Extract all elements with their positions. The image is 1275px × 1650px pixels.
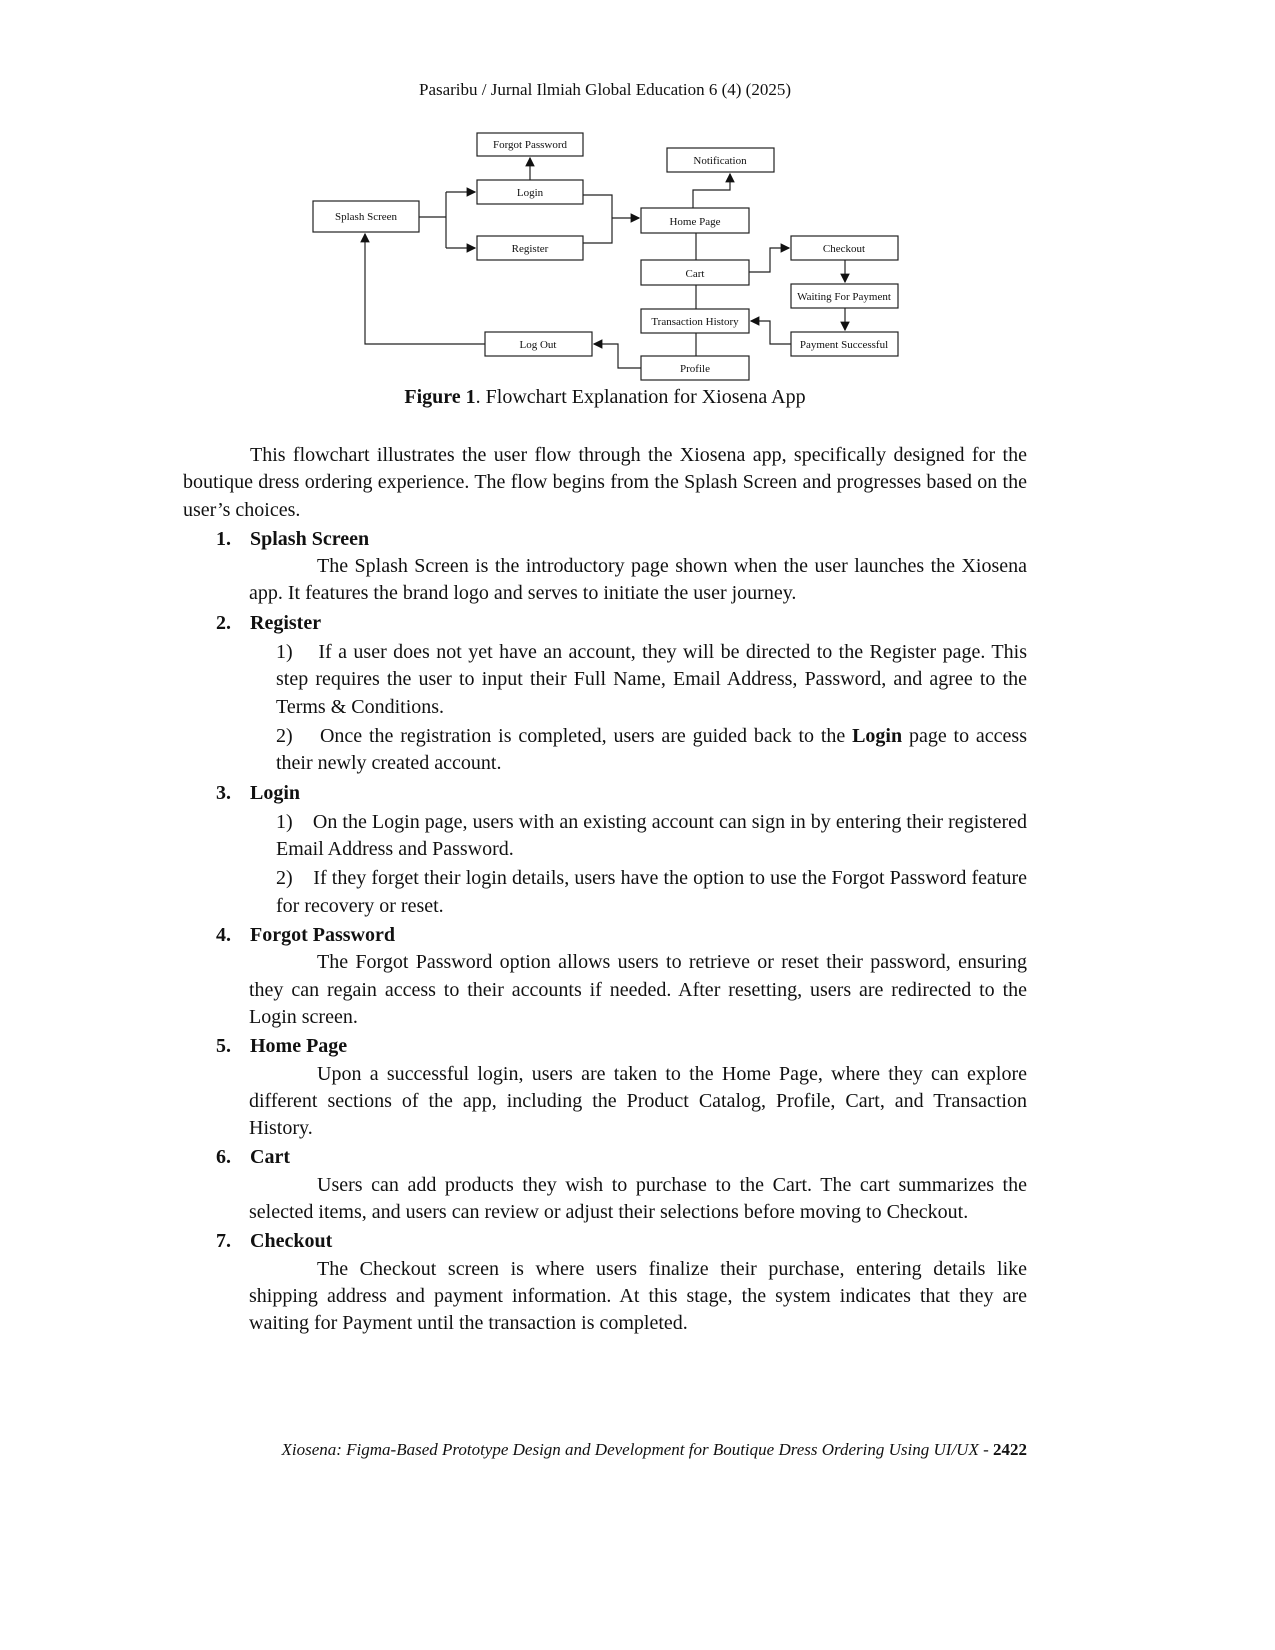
section-paragraph: Upon a successful login, users are taken… <box>249 1062 1027 1140</box>
section-heading: 4.Forgot Password <box>216 924 395 947</box>
node-waiting-payment: Waiting For Payment <box>797 291 891 303</box>
node-box-forgot <box>476 132 584 157</box>
caption-text: . Flowchart Explanation for Xiosena App <box>475 386 806 408</box>
section-heading: 2.Register <box>216 611 322 634</box>
node-notification: Notification <box>693 155 747 167</box>
node-home-page: Home Page <box>669 216 720 228</box>
flowchart: Forgot Password Notification Login Splas… <box>312 132 899 381</box>
intro-paragraph: This flowchart illustrates the user flow… <box>183 444 1027 521</box>
node-log-out: Log Out <box>520 339 557 351</box>
running-header: Pasaribu / Jurnal Ilmiah Global Educatio… <box>418 80 792 99</box>
section-heading: 6.Cart <box>216 1146 290 1169</box>
sub-item: 1) On the Login page, users with an exis… <box>276 810 1032 861</box>
body-text: This flowchart illustrates the user flow… <box>183 442 1027 1338</box>
footer-title: Xiosena: Figma-Based Prototype Design an… <box>281 1440 979 1459</box>
node-profile: Profile <box>680 363 710 375</box>
node-checkout: Checkout <box>823 243 865 255</box>
node-payment-successful: Payment Successful <box>800 339 888 351</box>
node-cart: Cart <box>686 268 705 280</box>
sub-item: 2) If they forget their login details, u… <box>276 867 1032 917</box>
figure-caption: Figure 1. Flowchart Explanation for Xios… <box>0 386 1210 409</box>
section-heading: 3.Login <box>216 781 301 804</box>
section-heading: 5.Home Page <box>216 1035 348 1058</box>
section-paragraph: Users can add products they wish to purc… <box>249 1173 1027 1224</box>
sub-item: 2) Once the registration is completed, u… <box>276 724 1032 775</box>
node-login: Login <box>517 187 544 199</box>
node-forgot-password: Forgot Password <box>493 139 568 151</box>
caption-label: Figure 1 <box>404 386 476 408</box>
node-transaction-history: Transaction History <box>651 316 739 328</box>
page-number: 2422 <box>993 1440 1027 1459</box>
section-paragraph: The Checkout screen is where users final… <box>249 1257 1027 1335</box>
running-footer: Xiosena: Figma-Based Prototype Design an… <box>281 1440 1027 1459</box>
section-paragraph: The Forgot Password option allows users … <box>249 951 1027 1028</box>
section-paragraph: The Splash Screen is the introductory pa… <box>249 555 1027 605</box>
node-register: Register <box>512 243 549 255</box>
section-heading: 7.Checkout <box>216 1230 333 1253</box>
node-splash-screen: Splash Screen <box>335 211 398 223</box>
section-heading: 1.Splash Screen <box>216 527 370 550</box>
sub-item: 1) If a user does not yet have an accoun… <box>276 641 1032 718</box>
